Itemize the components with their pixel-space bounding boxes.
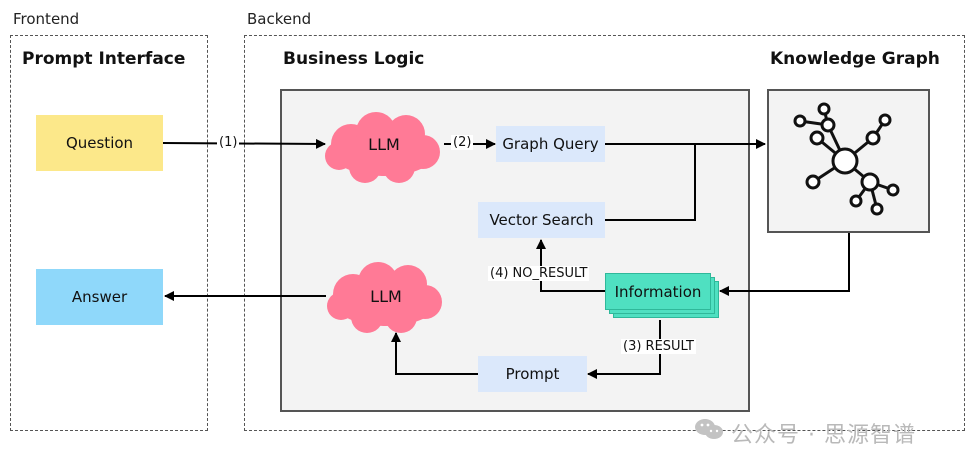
prompt-box: Prompt bbox=[478, 356, 587, 392]
backend-label: Backend bbox=[247, 10, 312, 28]
llm-bottom-label: LLM bbox=[370, 286, 402, 306]
question-box: Question bbox=[36, 115, 163, 171]
llm-top-label: LLM bbox=[368, 134, 400, 154]
edge-prompt-to-llm bbox=[391, 332, 478, 375]
wechat-icon bbox=[695, 419, 723, 439]
edge-vector-search-to-kg bbox=[605, 144, 696, 221]
edge-label-result: (3) RESULT bbox=[621, 339, 696, 354]
graph-query-box: Graph Query bbox=[496, 126, 605, 162]
backend-frame bbox=[244, 35, 965, 431]
information-box: Information bbox=[605, 273, 711, 310]
llm-top-cloud bbox=[325, 112, 440, 183]
edge-kg-to-information bbox=[719, 233, 850, 296]
frontend-label: Frontend bbox=[13, 10, 80, 28]
edge-information-to-vector-search bbox=[536, 239, 605, 292]
edge-label-2: (2) bbox=[451, 135, 474, 150]
edge-information-to-prompt bbox=[587, 320, 661, 379]
knowledge-graph-icon bbox=[793, 102, 900, 216]
edge-label-1: (1) bbox=[217, 135, 240, 150]
prompt-interface-title: Prompt Interface bbox=[22, 49, 186, 69]
edge-question-to-llm bbox=[162, 138, 326, 149]
answer-box: Answer bbox=[36, 269, 163, 325]
knowledge-graph-title: Knowledge Graph bbox=[770, 49, 940, 69]
vector-search-box: Vector Search bbox=[478, 202, 605, 238]
edge-label-no-result: (4) NO_RESULT bbox=[488, 266, 590, 281]
business-logic-title: Business Logic bbox=[283, 49, 425, 69]
frontend-frame bbox=[10, 35, 208, 431]
watermark-text: 公众号 · 思源智谱 bbox=[731, 423, 916, 448]
llm-bottom-cloud bbox=[327, 262, 442, 333]
